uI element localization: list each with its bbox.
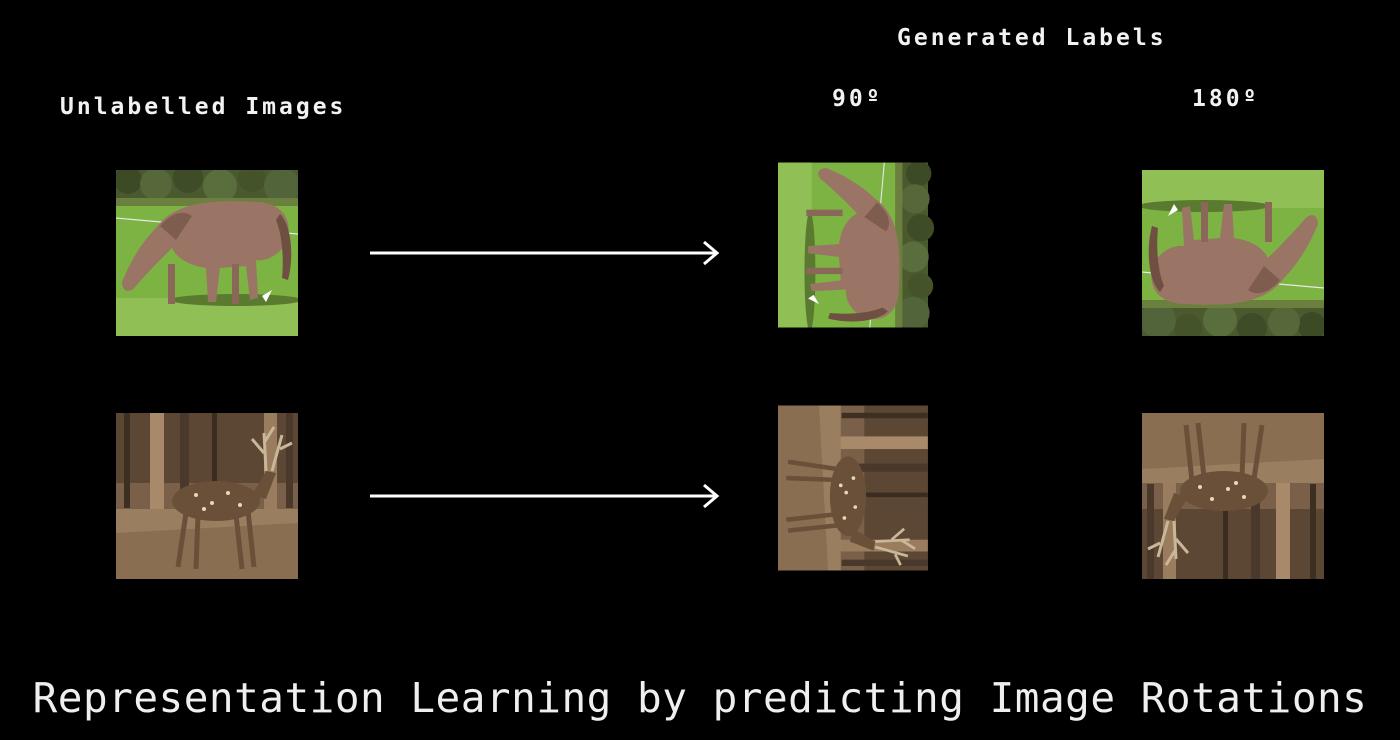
horse-original-image — [116, 170, 298, 336]
rotation-180-label: 180º — [1192, 86, 1260, 112]
unlabelled-images-label: Unlabelled Images — [60, 94, 347, 120]
deer-original-image — [116, 413, 298, 579]
arrow-right-icon — [370, 484, 720, 508]
generated-labels-label: Generated Labels — [897, 25, 1167, 51]
deer-rotated-90-image — [778, 405, 943, 587]
horse-rotated-180-image — [1142, 170, 1324, 336]
horse-rotated-90-image — [778, 162, 943, 344]
arrow-right-icon — [370, 241, 720, 265]
deer-rotated-180-image — [1142, 413, 1324, 579]
rotation-90-label: 90º — [832, 86, 883, 112]
diagram-caption: Representation Learning by predicting Im… — [32, 674, 1368, 722]
